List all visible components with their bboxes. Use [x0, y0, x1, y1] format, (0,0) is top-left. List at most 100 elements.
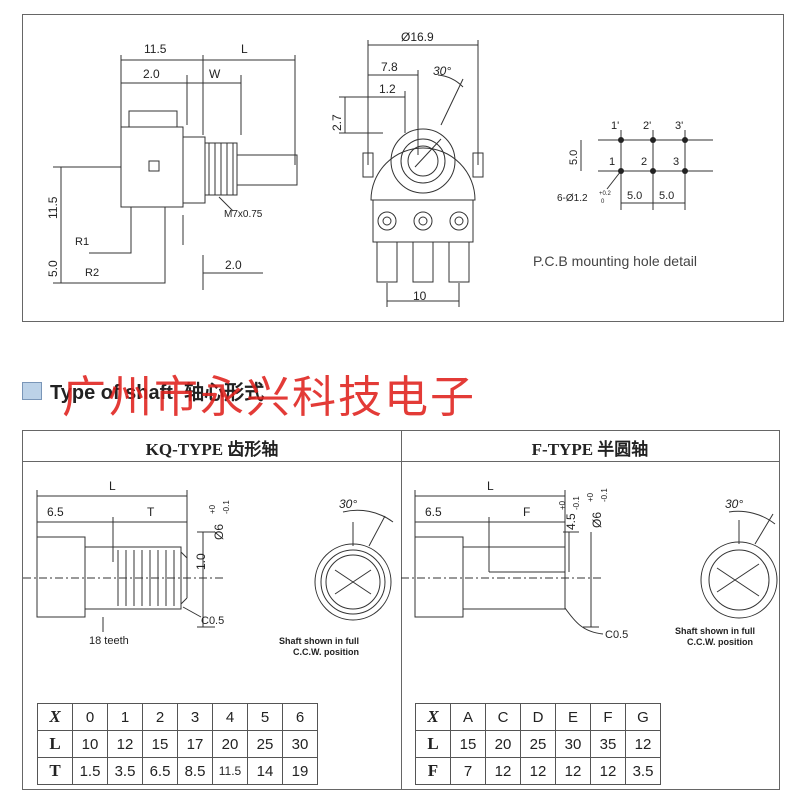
kq-l-5: 25 [247, 730, 283, 758]
f-l-c: 20 [485, 730, 521, 758]
kq-l-3: 17 [177, 730, 213, 758]
kq-l-0: 10 [72, 730, 108, 758]
f-col-e: E [555, 703, 591, 731]
front-angle: 30° [433, 64, 451, 78]
f-f-c: 12 [485, 757, 521, 785]
f-col-f: F [590, 703, 626, 731]
pcb-label-3p: 3' [675, 120, 683, 132]
front-dim-10: 10 [413, 289, 427, 303]
kq-l-4: 20 [212, 730, 248, 758]
kq-header: KQ-TYPE 齿形轴 [145, 440, 279, 459]
f-dia: Ø6 [590, 512, 604, 528]
kq-note-line1: Shaft shown in full [279, 636, 359, 646]
pcb-hole-tol-lower: 0 [601, 199, 605, 205]
f-header: F-TYPE 半圆轴 [531, 440, 649, 459]
f-f-a: 7 [450, 757, 486, 785]
kq-teeth: 18 teeth [89, 635, 129, 647]
kq-col-2: 2 [142, 703, 178, 731]
kq-t-3: 8.5 [177, 757, 213, 785]
front-dim-2-7: 2.7 [330, 114, 344, 131]
f-chamfer: C0.5 [605, 629, 628, 641]
kq-row-label-t: T [37, 757, 73, 785]
section-title: Type of shaft 轴心形式 [50, 382, 265, 404]
side-dim-5-0-vertical: 5.0 [46, 260, 60, 277]
table-row: L 10 12 15 17 20 25 30 [37, 730, 318, 758]
f-dim-4-5-tol-upper: +0 [558, 500, 567, 510]
kq-chamfer: C0.5 [201, 615, 224, 627]
kq-col-6: 6 [282, 703, 318, 731]
kq-dia-tol-lower: -0.1 [222, 500, 231, 514]
f-l-d: 25 [520, 730, 556, 758]
f-f-e: 12 [555, 757, 591, 785]
kq-spec-table: X 0 1 2 3 4 5 6 L 10 12 15 17 20 25 30 T… [37, 703, 318, 785]
f-l-g: 12 [625, 730, 661, 758]
f-col-c: C [485, 703, 521, 731]
kq-col-0: 0 [72, 703, 108, 731]
kq-col-1: 1 [107, 703, 143, 731]
pcb-label-1p: 1' [611, 120, 619, 132]
pcb-label-2: 2 [641, 156, 647, 168]
top-drawing-svg: 11.5 L 2.0 W M7x0.75 R1 R2 2.0 11.5 5.0 … [46, 30, 713, 307]
f-l-f: 35 [590, 730, 626, 758]
f-angle: 30° [725, 497, 743, 511]
side-dim-2-0-top: 2.0 [143, 67, 160, 81]
f-dim-4-5: 4.5 [564, 513, 578, 530]
panel-divider [401, 431, 402, 789]
shaft-panel: KQ-TYPE 齿形轴 F-TYPE 半圆轴 [22, 430, 780, 790]
kq-t-4: 11.5 [212, 757, 248, 785]
pcb-hole: 6-Ø1.2 [557, 193, 588, 204]
f-note-line2: C.C.W. position [687, 637, 753, 647]
kq-note-line2: C.C.W. position [293, 647, 359, 657]
side-dim-l: L [241, 42, 248, 56]
kq-dia-tol-upper: +0 [208, 504, 217, 514]
pcb-dim-5-0-vertical: 5.0 [568, 150, 580, 165]
kq-t-1: 3.5 [107, 757, 143, 785]
kq-t-0: 1.5 [72, 757, 108, 785]
front-dim-1-2: 1.2 [379, 82, 396, 96]
f-l-a: 15 [450, 730, 486, 758]
thread-label: M7x0.75 [224, 209, 263, 220]
pcb-hole-tol-upper: +0.2 [599, 191, 612, 197]
pcb-label-2p: 2' [643, 120, 651, 132]
table-row: X A C D E F G [415, 703, 661, 731]
kq-dim-1-0: 1.0 [194, 553, 208, 570]
f-f-f: 12 [590, 757, 626, 785]
kq-t-6: 19 [282, 757, 318, 785]
watermark-text: 广州市永兴科技电子 [62, 372, 476, 423]
shaft-drawings-svg: L 6.5 T 1.0 Ø6 +0 -0.1 C0.5 18 teeth 30°… [23, 479, 778, 657]
f-dia-tol-lower: -0.1 [600, 488, 609, 502]
section-title-square [22, 382, 42, 400]
kq-l-6: 30 [282, 730, 318, 758]
kq-dim-6-5: 6.5 [47, 505, 64, 519]
kq-l-2: 15 [142, 730, 178, 758]
kq-col-5: 5 [247, 703, 283, 731]
pcb-dim-5-0-a: 5.0 [627, 190, 642, 202]
kq-dim-t: T [147, 505, 155, 519]
f-dim-f: F [523, 505, 530, 519]
f-dim-4-5-tol-lower: -0.1 [572, 496, 581, 510]
kq-row-label-l: L [37, 730, 73, 758]
kq-l-1: 12 [107, 730, 143, 758]
top-drawing-panel: 11.5 L 2.0 W M7x0.75 R1 R2 2.0 11.5 5.0 … [22, 14, 784, 322]
kq-col-3: 3 [177, 703, 213, 731]
kq-table-x-header: X [37, 703, 73, 731]
f-spec-table: X A C D E F G L 15 20 25 30 35 12 F 7 12… [415, 703, 661, 785]
table-row: L 15 20 25 30 35 12 [415, 730, 661, 758]
f-f-g: 3.5 [625, 757, 661, 785]
f-col-g: G [625, 703, 661, 731]
kq-dim-l: L [109, 479, 116, 493]
front-dia: Ø16.9 [401, 30, 434, 44]
f-dim-6-5: 6.5 [425, 505, 442, 519]
pcb-label-1: 1 [609, 156, 615, 168]
f-dim-l: L [487, 479, 494, 493]
side-dim-11-5-vertical: 11.5 [46, 196, 60, 219]
f-l-e: 30 [555, 730, 591, 758]
f-f-d: 12 [520, 757, 556, 785]
side-dim-11-5: 11.5 [144, 42, 167, 56]
pcb-dim-5-0-b: 5.0 [659, 190, 674, 202]
f-dia-tol-upper: +0 [586, 492, 595, 502]
table-row: T 1.5 3.5 6.5 8.5 11.5 14 19 [37, 757, 318, 785]
table-row: X 0 1 2 3 4 5 6 [37, 703, 318, 731]
f-col-a: A [450, 703, 486, 731]
pcb-label-3: 3 [673, 156, 679, 168]
